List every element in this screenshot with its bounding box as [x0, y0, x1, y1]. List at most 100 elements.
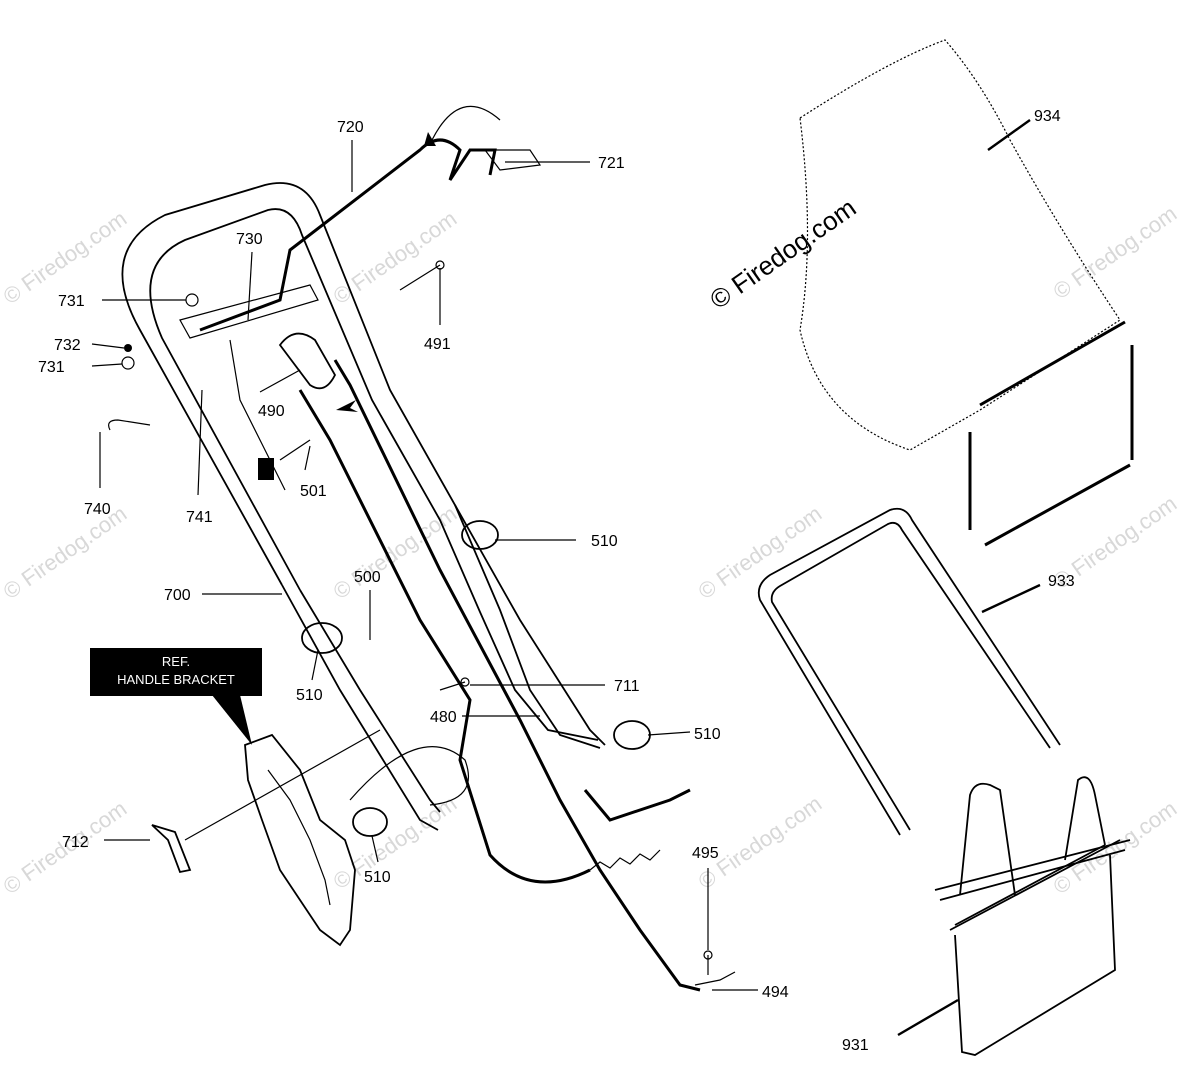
callout-510-lower: 510 — [364, 869, 391, 886]
ring-510-upper — [461, 520, 499, 550]
ring-510-left — [301, 622, 343, 654]
callout-510-upper: 510 — [591, 533, 618, 550]
watermark-repeat: © Firedog.com — [1049, 796, 1180, 899]
callout-490: 490 — [258, 403, 285, 420]
callout-500: 500 — [354, 569, 381, 586]
cable-clip-494 — [694, 971, 736, 986]
ring-510-lower — [352, 807, 388, 837]
callout-721: 721 — [598, 155, 625, 172]
callout-731-bottom: 731 — [38, 359, 65, 376]
leader-741 — [197, 389, 203, 496]
callout-730: 730 — [236, 231, 263, 248]
callout-732: 732 — [54, 337, 81, 354]
callout-712: 712 — [62, 834, 89, 851]
watermark-main: © Firedog.com — [704, 192, 861, 315]
knob-712 — [151, 824, 192, 874]
screw-495-head — [703, 950, 713, 960]
handle-assembly — [108, 105, 736, 992]
callout-934: 934 — [1034, 108, 1061, 125]
watermark-repeat: © Firedog.com — [329, 501, 462, 604]
frame-rod-inner — [770, 521, 1051, 831]
callout-720: 720 — [337, 119, 364, 136]
leader-lines — [91, 119, 1041, 1037]
bag-body — [799, 39, 1121, 451]
leader-501 — [304, 445, 311, 471]
callout-933: 933 — [1048, 573, 1075, 590]
leader-934 — [987, 119, 1031, 151]
bolt-491 — [399, 264, 441, 291]
leader-933 — [981, 583, 1041, 614]
ref-box-line2: HANDLE BRACKET — [117, 672, 235, 687]
callout-491: 491 — [424, 336, 451, 353]
lower-handle-left-inner — [299, 589, 441, 813]
nut-732 — [124, 344, 132, 352]
leader-712b — [184, 729, 381, 841]
lower-handle-left — [281, 584, 439, 831]
cable-clip-501 — [258, 458, 274, 480]
callout-740: 740 — [84, 501, 111, 518]
lower-handle-right — [454, 504, 606, 746]
handle-bracket-detail — [267, 769, 331, 906]
callout-495: 495 — [692, 845, 719, 862]
ring-510-right — [613, 720, 651, 750]
callout-700: 700 — [164, 587, 191, 604]
leader-931 — [897, 998, 959, 1037]
leader-490 — [259, 369, 301, 393]
cable-500 — [333, 359, 701, 992]
frame-rod-outer — [757, 507, 1061, 836]
bag-support-931 — [934, 776, 1131, 1056]
bag-frame-bottom — [984, 463, 1131, 547]
callout-741: 741 — [186, 509, 213, 526]
leader-510d — [371, 835, 379, 863]
handle-bracket — [244, 733, 356, 947]
callout-501: 501 — [300, 483, 327, 500]
callout-510-right: 510 — [694, 726, 721, 743]
watermark-repeat: © Firedog.com — [0, 501, 131, 604]
cable-spring — [589, 849, 661, 871]
support-wire-left — [959, 782, 1016, 896]
callout-931: 931 — [842, 1037, 869, 1054]
bag-frame-933 — [757, 507, 1061, 836]
watermark-repeat: © Firedog.com — [329, 206, 462, 309]
watermark-repeat: © Firedog.com — [694, 791, 827, 894]
support-bar — [934, 839, 1131, 901]
leader-510c — [647, 731, 691, 736]
control-bracket — [179, 284, 319, 339]
washer-731-top — [185, 293, 199, 307]
leader-510b — [311, 649, 319, 681]
ref-pointer — [212, 695, 252, 745]
knob-490 — [278, 332, 337, 390]
wire-loop — [349, 746, 470, 806]
bail-lever-arrow — [431, 105, 501, 141]
rope-guide — [483, 149, 542, 171]
cable-end-upper — [583, 788, 691, 822]
bolt-740 — [108, 419, 151, 431]
bail-arrow-head — [424, 132, 436, 146]
ref-box-bg — [90, 648, 262, 696]
washer-731-bottom — [121, 356, 135, 370]
watermark-repeat: © Firedog.com — [329, 791, 462, 894]
support-wire-right — [1064, 776, 1106, 861]
support-frame — [949, 839, 1121, 1056]
upper-handle-inner — [149, 208, 599, 741]
upper-handle-outer — [121, 182, 601, 749]
watermark-repeat: © Firedog.com — [1049, 201, 1180, 304]
cable-490-link — [229, 339, 286, 491]
ref-box: REF. HANDLE BRACKET — [90, 648, 262, 696]
callout-labels: 720 721 730 731 732 731 740 741 491 490 … — [38, 108, 1075, 1054]
callout-480: 480 — [430, 709, 457, 726]
screw-501 — [279, 439, 311, 461]
bolt-711-head — [460, 677, 470, 687]
ref-box-line1: REF. — [162, 654, 190, 669]
leader-732 — [91, 343, 125, 349]
callout-711: 711 — [614, 678, 640, 695]
callout-494: 494 — [762, 984, 789, 1001]
leader-730 — [247, 251, 253, 321]
cable-480 — [298, 389, 591, 884]
bail-lever — [199, 138, 497, 332]
callout-731-top: 731 — [58, 293, 85, 310]
leader-731b — [91, 363, 123, 367]
callout-510-left: 510 — [296, 687, 323, 704]
cable-direction-arrow — [336, 400, 358, 412]
